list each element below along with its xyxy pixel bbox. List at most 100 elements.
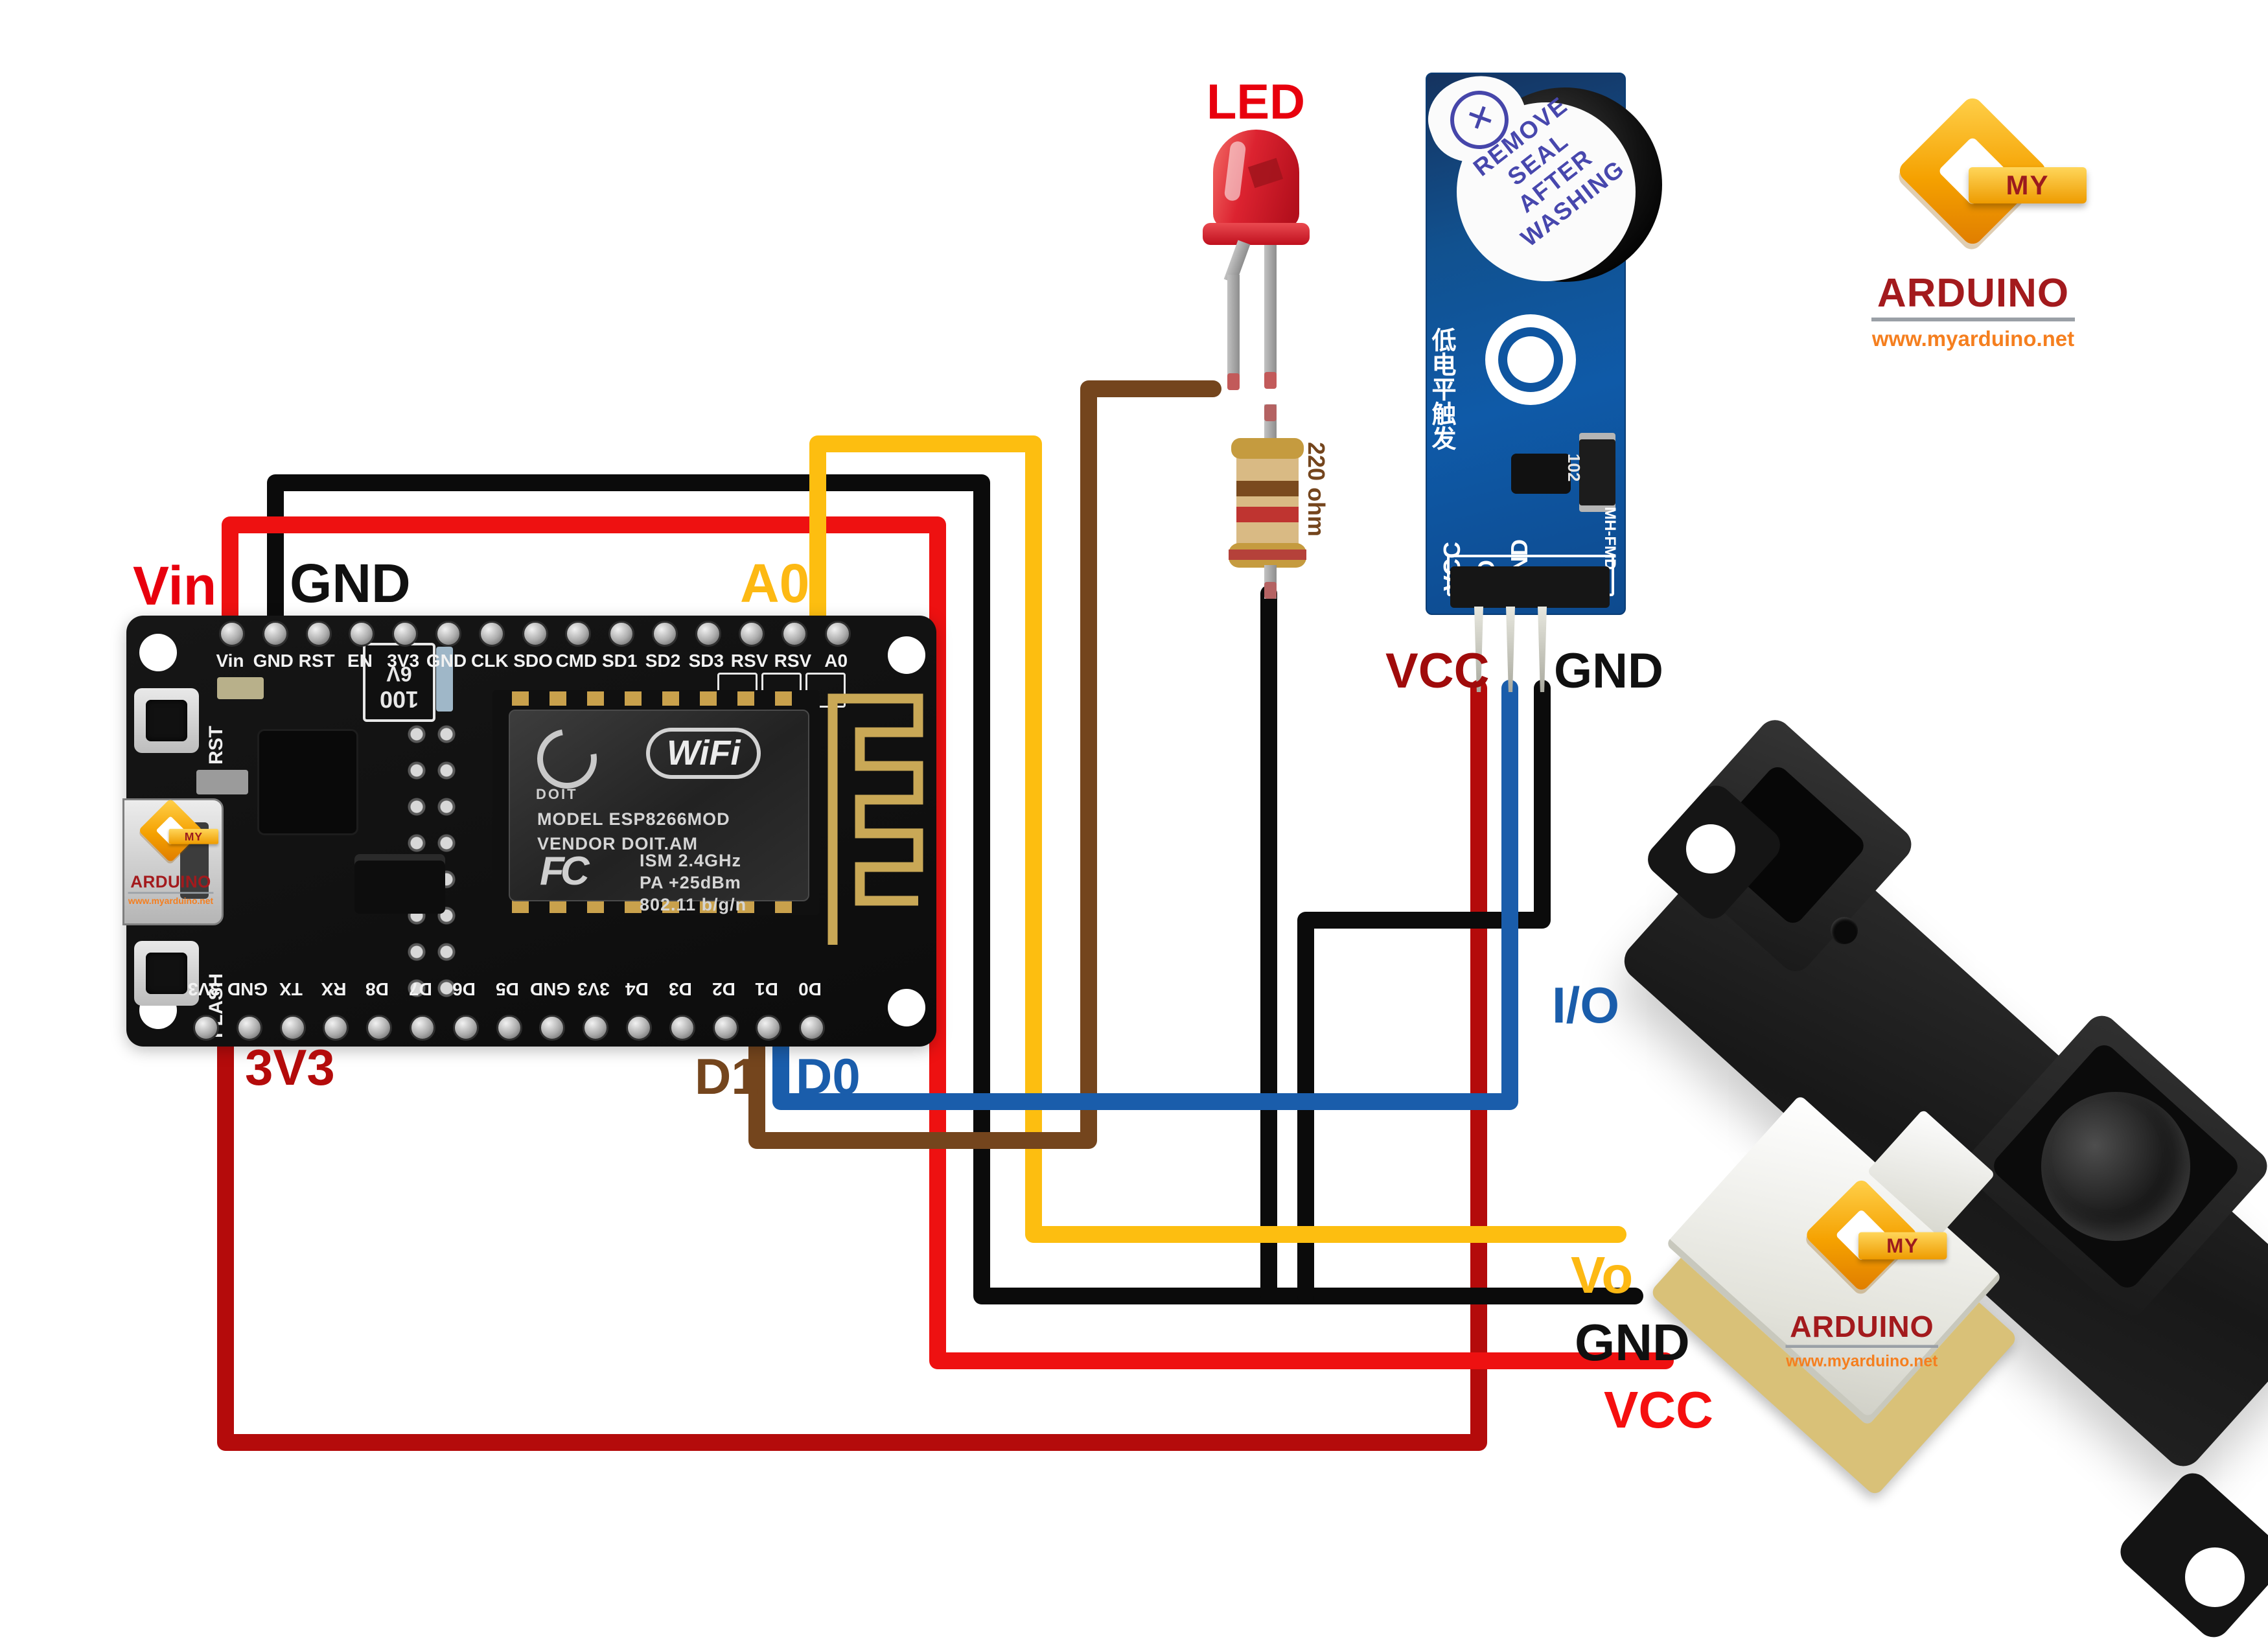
pin-label-CLK: CLK — [471, 651, 509, 671]
logo-arduino-text: ARDUINO — [130, 872, 211, 892]
gnd-wire-label: GND — [290, 553, 411, 614]
led-leg-tip — [1264, 372, 1277, 389]
myarduino-watermark-sensor: MY ARDUINO www.myarduino.net — [1777, 1177, 1947, 1379]
pin-label-GND: GND — [530, 979, 571, 999]
pin-hole-EN[interactable] — [349, 621, 375, 647]
pin-label-3V3: 3V3 — [188, 979, 220, 999]
pcb-antenna — [827, 693, 923, 945]
pin-label-D0: D0 — [798, 979, 822, 999]
buzzer-model-text: MH-FMD — [1601, 507, 1619, 570]
usb-serial-chip — [259, 731, 356, 833]
pin-hole-3V3[interactable] — [583, 1015, 609, 1041]
resistor-lead-cap — [1264, 404, 1277, 421]
pin-label-D4: D4 — [625, 979, 649, 999]
pin-hole-TX[interactable] — [279, 1015, 306, 1041]
pin-hole-D8[interactable] — [366, 1015, 393, 1041]
smd-component — [217, 677, 264, 699]
buzzer-transistor — [1511, 454, 1571, 494]
pin-hole-A0[interactable] — [825, 621, 851, 647]
pin-hole-RST[interactable] — [305, 621, 332, 647]
buzzer-leg-gnd — [1538, 607, 1547, 692]
pin-label-3V3: 3V3 — [577, 979, 610, 999]
pin-hole-D5[interactable] — [496, 1015, 522, 1041]
sensor-vcc-wire-label: VCC — [1604, 1381, 1713, 1439]
buzzer-smd-resistor-value: 102 — [1564, 454, 1584, 482]
logo-my-banner: MY — [1969, 167, 2087, 203]
pin-hole-GND[interactable] — [435, 621, 461, 647]
pin-hole-D6[interactable] — [452, 1015, 479, 1041]
flash-button-cap[interactable] — [146, 953, 187, 994]
pin-hole-RSV[interactable] — [738, 621, 765, 647]
pin-hole-D1[interactable] — [756, 1015, 782, 1041]
pin-label-GND: GND — [227, 979, 268, 999]
pin-label-SDO: SDO — [513, 651, 553, 671]
doit-logo-text: DOIT — [536, 786, 578, 802]
board-mount-hole — [139, 634, 177, 671]
ir-sensor-screw — [1831, 917, 1858, 944]
pin-hole-CLK[interactable] — [478, 621, 505, 647]
logo-arduino-text: ARDUINO — [1790, 1310, 1934, 1344]
pin-hole-SD3[interactable] — [695, 621, 721, 647]
vin-wire-label: Vin — [133, 555, 217, 616]
pin-hole-Vin[interactable] — [219, 621, 245, 647]
pin-label-RSV: RSV — [730, 651, 769, 671]
resistor-value-label: 220 ohm — [1303, 442, 1330, 537]
pin-hole-3V3[interactable] — [392, 621, 419, 647]
rst-button-cap[interactable] — [146, 700, 187, 741]
a0-wire-label: A0 — [740, 553, 810, 614]
pin-label-SD1: SD1 — [601, 651, 638, 671]
pin-hole-GND[interactable] — [236, 1015, 262, 1041]
board-mount-hole — [888, 636, 925, 674]
pin-hole-RX[interactable] — [323, 1015, 349, 1041]
buzzer-smd-resistor — [1579, 433, 1615, 512]
ir-sensor-lens — [2041, 1092, 2190, 1241]
pin-hole-D3[interactable] — [669, 1015, 695, 1041]
pin-hole-D0[interactable] — [799, 1015, 826, 1041]
castellated-pads-top — [512, 691, 800, 706]
pin-label-EN: EN — [347, 651, 373, 671]
pin-hole-SD1[interactable] — [608, 621, 635, 647]
flash-button[interactable] — [134, 941, 199, 1006]
pin-hole-D7[interactable] — [410, 1015, 435, 1041]
pin-label-SD2: SD2 — [645, 651, 681, 671]
esp12-module: DOIT WiFi MODEL ESP8266MOD VENDOR DOIT.A… — [492, 690, 820, 915]
pin-hole-SDO[interactable] — [522, 621, 548, 647]
buzzer-gnd-wire-label: GND — [1554, 643, 1663, 699]
pin-hole-CMD[interactable] — [565, 621, 592, 647]
pin-hole-RSV[interactable] — [781, 621, 808, 647]
pin-label-RST: RST — [298, 651, 335, 671]
pin-label-CMD: CMD — [555, 651, 597, 671]
smd-capacitor — [436, 647, 453, 712]
rst-button[interactable] — [134, 688, 199, 753]
module-spec-pa: PA +25dBm — [640, 873, 741, 892]
ir-sensor-mount-hole-left — [1686, 824, 1735, 874]
wire-d1-to-led-anode — [748, 380, 1221, 1149]
pin-label-TX: TX — [279, 979, 303, 999]
pin-label-GND: GND — [426, 651, 467, 671]
myarduino-watermark-board: MY ARDUINO www.myarduino.net — [123, 798, 218, 911]
board-mount-hole — [888, 989, 925, 1026]
sensor-gnd-wire-label: GND — [1575, 1314, 1690, 1371]
pin-label-RX: RX — [321, 979, 347, 999]
logo-url-text: www.myarduino.net — [1786, 1352, 1938, 1370]
pin-hole-D2[interactable] — [712, 1015, 739, 1041]
pin-label-D2: D2 — [712, 979, 735, 999]
module-spec-80211: 802.11 b/g/n — [640, 895, 747, 914]
pin-label-3V3: 3V3 — [387, 651, 420, 671]
sensor-vo-wire-label: Vo — [1571, 1246, 1634, 1304]
buzzer-seal-sticker — [1457, 102, 1636, 281]
pin-label-D5: D5 — [495, 979, 519, 999]
fcc-logo: FC — [540, 849, 590, 894]
wifi-logo: WiFi — [646, 728, 761, 780]
led-flange — [1203, 223, 1310, 245]
pin-hole-3V3[interactable] — [193, 1015, 219, 1041]
pin-hole-GND[interactable] — [262, 621, 288, 647]
pin-hole-GND[interactable] — [539, 1015, 566, 1041]
resistor-lead-cap — [1264, 582, 1277, 599]
logo-my-banner: MY — [168, 829, 218, 844]
pin-hole-D4[interactable] — [626, 1015, 652, 1041]
pin-hole-SD2[interactable] — [652, 621, 678, 647]
logo-url-text[interactable]: www.myarduino.net — [1871, 327, 2075, 351]
